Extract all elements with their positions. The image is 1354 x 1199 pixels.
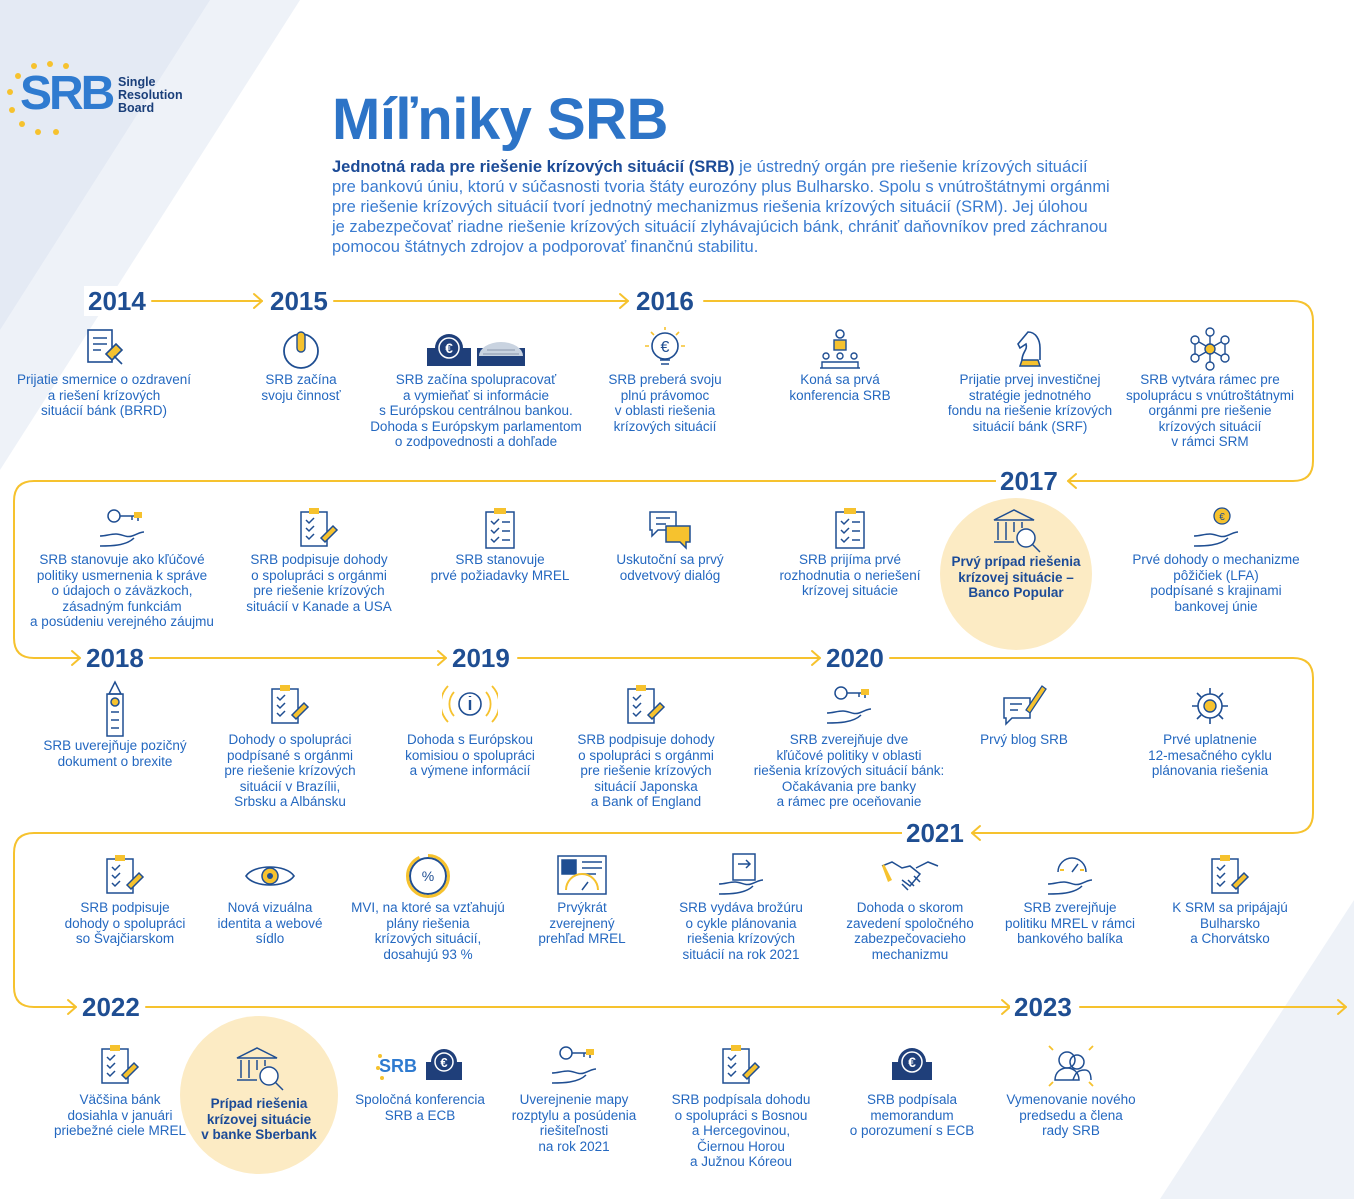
network-icon: [1190, 327, 1230, 371]
hand-coin-icon: €: [1193, 507, 1239, 547]
chess-knight-icon: [1017, 331, 1042, 367]
eu-stars-icon: [7, 61, 69, 135]
milestone-brazil-serbia-albania: Dohody o spolupráci podpísané s orgánmi …: [210, 680, 370, 810]
signed-document-icon: [627, 685, 666, 724]
milestone-brrd: Prijatie smernice o ozdravení a riešení …: [4, 326, 204, 419]
new-member-icon: [1048, 1045, 1094, 1087]
bank-magnifier-icon: [993, 509, 1041, 553]
milestone-first-blog: Prvý blog SRB: [964, 680, 1084, 748]
milestone-ecb-cooperation: € SRB začína spolupracovať a vymieňať si…: [358, 326, 594, 450]
checklist-icon: [485, 508, 515, 549]
milestone-lfa: € Prvé dohody o mechanizme pôžičiek (LFA…: [1116, 506, 1316, 614]
milestone-switzerland: SRB podpisuje dohody o spolupráci so Šva…: [50, 852, 200, 947]
hand-key-icon: [551, 1046, 597, 1084]
milestone-joint-conference: SRB € Spoločná konferencia SRB a ECB: [340, 1040, 500, 1123]
year-2022: 2022: [78, 992, 144, 1022]
svg-text:€: €: [661, 339, 670, 356]
milestone-srm-framework: SRB vytvára rámec pre spoluprácu s vnútr…: [1120, 326, 1300, 450]
handshake-icon: [881, 861, 939, 891]
milestone-key-policies: SRB stanovuje ako kľúčové politiky usmer…: [6, 506, 238, 630]
dashboard-icon: [557, 855, 607, 895]
hand-key-icon: [826, 686, 872, 724]
eye-icon: [245, 866, 295, 886]
milestone-first-conference: Koná sa prvá konferencia SRB: [770, 326, 910, 403]
milestone-mvi-93: % MVI, na ktoré sa vzťahujú plány riešen…: [340, 852, 516, 962]
milestone-12-month-cycle: Prvé uplatnenie 12-mesačného cyklu pláno…: [1128, 680, 1292, 779]
highlight-circle: [180, 1016, 338, 1174]
milestone-srb-start: SRB začína svoju činnosť: [226, 326, 376, 403]
year-2018: 2018: [82, 643, 148, 673]
srb-ecb-logos-icon: SRB €: [376, 1049, 462, 1080]
milestone-industry-dialogue: Uskutoční sa prvý odvetvový dialóg: [590, 506, 750, 583]
milestone-visual-identity: Nová vizuálna identita a webové sídlo: [210, 852, 330, 947]
year-2023: 2023: [1010, 992, 1076, 1022]
info-broadcast-icon: [442, 685, 498, 723]
intro-paragraph: Jednotná rada pre riešenie krízových sit…: [332, 158, 1110, 256]
page-title: Míľniky SRB: [332, 87, 668, 152]
milestone-investment-strategy: Prijatie prvej investičnej stratégie jed…: [940, 326, 1120, 434]
big-ben-icon: [106, 680, 124, 737]
blog-pen-icon: [1003, 685, 1047, 726]
euro-bulb-icon: €: [645, 327, 685, 365]
year-2014: 2014: [84, 286, 150, 316]
legal-document-gavel-icon: [87, 329, 124, 365]
ecb-parliament-icon: €: [427, 334, 525, 366]
milestone-banco-popular: Prvý prípad riešenia krízovej situácie –…: [936, 506, 1096, 601]
svg-text:€: €: [440, 1055, 447, 1070]
highlight-circle: [940, 498, 1092, 650]
svg-text:SRB: SRB: [379, 1056, 417, 1076]
milestone-mrel-dashboard: Prvýkrát zverejnený prehľad MREL: [526, 852, 638, 947]
signed-document-icon: [271, 685, 310, 724]
milestone-bulgaria-croatia: K SRM sa pripájajú Bulharsko a Chorvátsk…: [1160, 852, 1300, 947]
year-2020: 2020: [822, 643, 888, 673]
svg-text:€: €: [445, 340, 453, 356]
logo-mark: SRB: [20, 67, 115, 120]
hand-key-icon: [99, 509, 145, 547]
power-icon: [283, 331, 319, 369]
ecb-euro-icon: €: [892, 1048, 932, 1080]
hand-gauge-icon: [1047, 857, 1093, 895]
year-2017: 2017: [996, 466, 1062, 496]
milestone-two-policies: SRB zverejňuje dve kľúčové politiky v ob…: [744, 680, 954, 810]
checklist-icon: [835, 508, 865, 549]
milestone-new-chair: Vymenovanie nového predsedu a člena rady…: [994, 1040, 1148, 1139]
gear-icon: [1192, 688, 1228, 724]
svg-text:€: €: [908, 1054, 916, 1070]
year-2015: 2015: [266, 286, 332, 316]
year-2021: 2021: [902, 818, 968, 848]
signed-document-icon: [722, 1045, 761, 1084]
year-2016: 2016: [632, 286, 698, 316]
milestone-full-powers: € SRB preberá svoju plnú právomoc v obla…: [590, 326, 740, 434]
milestone-sberbank: Prípad riešenia krízovej situácie v bank…: [180, 1040, 338, 1143]
bank-magnifier-icon: [236, 1047, 284, 1091]
svg-text:€: €: [1219, 512, 1225, 523]
milestone-backstop: Dohoda o skorom zavedení spoločného zabe…: [830, 852, 990, 962]
milestone-first-mrel: SRB stanovuje prvé požiadavky MREL: [420, 506, 580, 583]
signed-document-icon: [101, 1045, 140, 1084]
podium-audience-icon: [820, 329, 860, 369]
signed-document-icon: [106, 855, 145, 894]
year-2019: 2019: [448, 643, 514, 673]
milestone-mrel-policy: SRB zverejňuje politiku MREL v rámci ban…: [990, 852, 1150, 947]
milestone-brexit: SRB uverejňuje pozičný dokument o brexit…: [30, 680, 200, 769]
milestone-japan-boe: SRB podpisuje dohody o spolupráci s orgá…: [566, 680, 726, 810]
intro-bold: Jednotná rada pre riešenie krízových sit…: [332, 158, 735, 176]
milestone-commission-agreement: Dohoda s Európskou komisiou o spolupráci…: [390, 680, 550, 779]
hand-document-icon: [718, 853, 764, 895]
percent-ring-icon: %: [406, 854, 450, 898]
signed-document-icon: [1211, 855, 1250, 894]
milestone-heatmap: Uverejnenie mapy rozptylu a posúdenia ri…: [500, 1040, 648, 1154]
milestone-brochure-2021: SRB vydáva brožúru o cykle plánovania ri…: [656, 852, 826, 962]
signed-document-icon: [300, 508, 339, 547]
svg-text:%: %: [422, 868, 434, 884]
milestone-mou-ecb: € SRB podpísala memorandum o porozumení …: [838, 1040, 986, 1139]
milestone-bosnia-montenegro-korea: SRB podpísala dohodu o spolupráci s Bosn…: [658, 1040, 824, 1170]
milestone-canada-usa: SRB podpisuje dohody o spolupráci s orgá…: [236, 506, 402, 614]
milestone-mrel-targets: Väčšina bánk dosiahla v januári priebežn…: [40, 1040, 200, 1139]
speech-bubbles-icon: [649, 511, 691, 550]
milestone-no-resolution: SRB prijíma prvé rozhodnutia o neriešení…: [760, 506, 940, 599]
